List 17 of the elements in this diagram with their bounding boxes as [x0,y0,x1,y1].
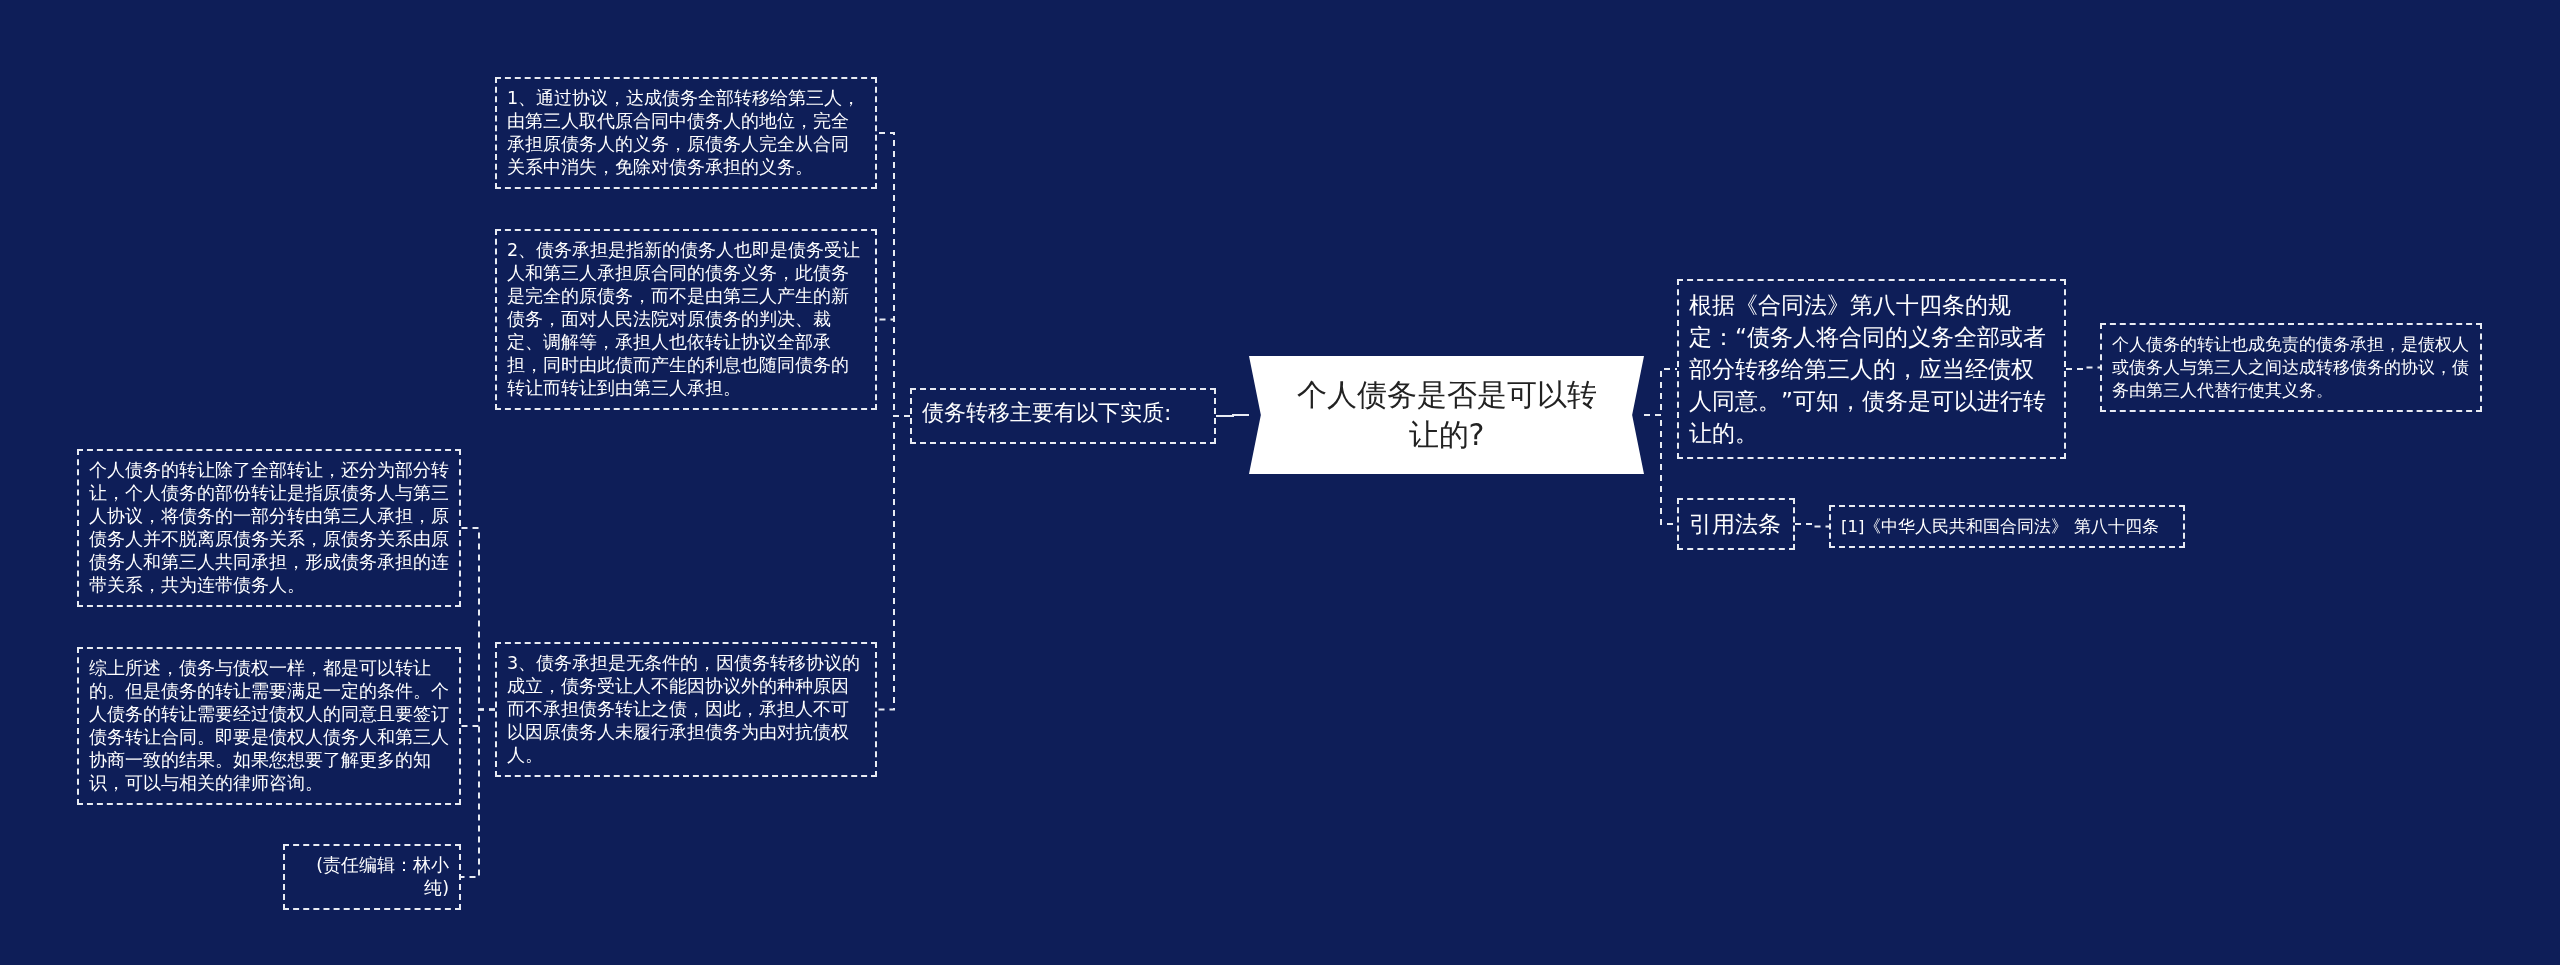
connector-line [2065,366,2101,370]
topic-box: 2、债务承担是指新的债务人也即是债务受让人和第三人承担原合同的债务义务，此债务是完全的原债务，而不是由第三人产生的新债务，面对人民法院对原债务的判决、裁定、调解等，承担人也依转让协议全部承担，同时由此债而产生的利息也随同债务的转让而转让到由第三人承担。 [495,229,877,410]
topic-box: 个人债务的转让除了全部转让，还分为部分转让，个人债务的部份转让是指原债务人与第三人协议，将债务的一部分转由第三人承担，原债务人并不脱离原债务关系，原债务关系由原债务人和第三人共同承担，形成债务承担的连带关系，共为连带债务人。 [77,449,461,607]
topic-box: 个人债务的转让也成免责的债务承担，是债权人或债务人与第三人之间达成转移债务的协议，债务由第三人代替行使其义务。 [2100,323,2482,412]
topic-box: (责任编辑：林小纯) [283,844,461,910]
topic-box: [1]《中华人民共和国合同法》 第八十四条 [1829,505,2185,548]
topic-box: 债务转移主要有以下实质: [910,388,1216,444]
topic-box: 综上所述，债务与债权一样，都是可以转让的。但是债务的转让需要满足一定的条件。个人债务的转让需要经过债权人的同意且要签订债务转让合同。即要是债权人债务人和第三人协商一致的结果。如果您想要了解更多的知识，可以与相关的律师咨询。 [77,647,461,805]
connector-line [876,415,911,711]
topic-box: 1、通过协议，达成债务全部转移给第三人，由第三人取代原合同中债务人的地位，完全承担原债务人的义务，原债务人完全从合同关系中消失，免除对债务承担的义务。 [495,77,877,189]
topic-box: 引用法条 [1677,498,1795,550]
topic-box: 根据《合同法》第八十四条的规定：“债务人将合同的义务全部或者部分转移给第三人的，应当经债权人同意。”可知，债务是可以进行转让的。 [1677,279,2066,459]
central-topic: 个人债务是否是可以转让的? [1249,356,1644,474]
connector-line [460,708,496,878]
connector-line [1215,414,1250,417]
connector-line [1794,523,1830,528]
topic-box: 3、债务承担是无条件的，因债务转移协议的成立，债务受让人不能因协议外的种种原因而不承担债务转让之债，因此，承担人不可以因原债务人未履行承担债务为由对抗债权人。 [495,642,877,777]
